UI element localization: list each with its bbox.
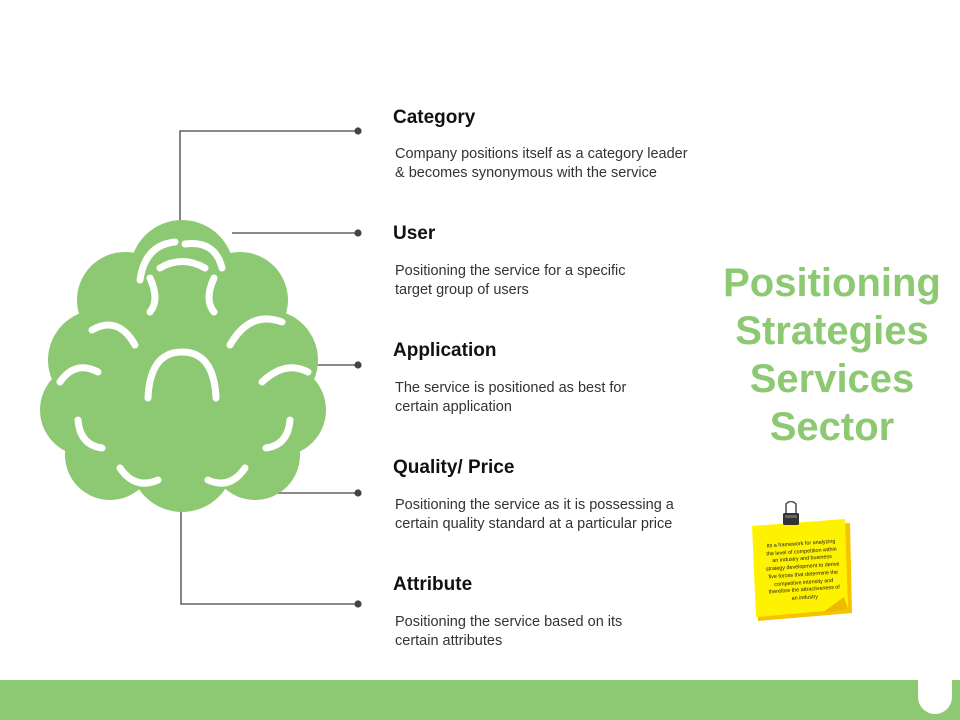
connector-dot: [354, 361, 362, 369]
item-title-quality-price: Quality/ Price: [393, 457, 515, 478]
binder-clip-icon: [783, 501, 799, 525]
item-title-application: Application: [393, 340, 497, 361]
connector-dot: [354, 489, 362, 497]
item-desc-user: Positioning the service for a specific t…: [395, 263, 626, 298]
connector-dot: [354, 229, 362, 237]
sticky-note: [752, 519, 852, 621]
item-title-category: Category: [393, 107, 476, 128]
item-desc-application: The service is positioned as best for ce…: [395, 380, 627, 415]
item-desc-attribute: Positioning the service based on its cer…: [395, 614, 623, 649]
item-title-user: User: [393, 223, 436, 244]
item-desc-quality-price: Positioning the service as it is possess…: [395, 497, 674, 532]
footer-bar: [0, 680, 960, 720]
connector-dot: [354, 600, 362, 608]
slide-title: Positioning Strategies Services Sector: [723, 261, 941, 449]
footer-tab: [918, 672, 952, 714]
connector-dot: [354, 127, 362, 135]
item-title-attribute: Attribute: [393, 574, 473, 595]
sticky-note-text: Its a framework for analyzing the level …: [765, 538, 841, 602]
item-desc-category: Company positions itself as a category l…: [395, 146, 688, 181]
